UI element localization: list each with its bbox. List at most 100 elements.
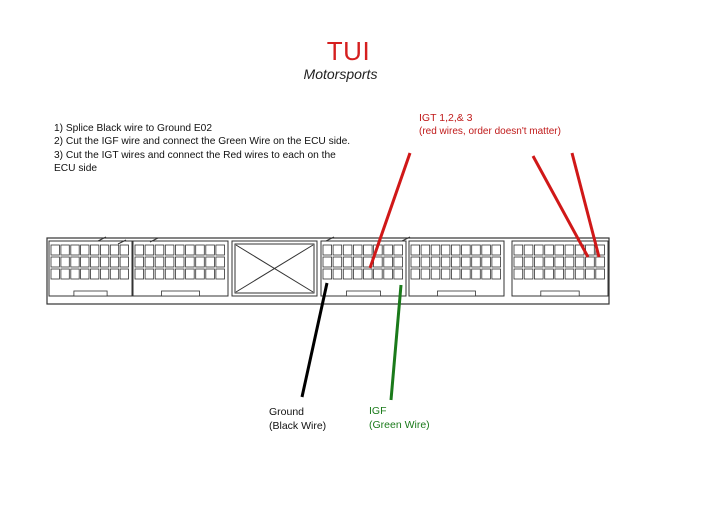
pin-cell bbox=[215, 256, 225, 268]
pin-cell bbox=[471, 244, 481, 256]
pin-cell bbox=[410, 256, 421, 268]
igf-green-wire bbox=[389, 284, 403, 401]
igt-red-wire-1 bbox=[368, 152, 412, 269]
pin-cell bbox=[80, 256, 90, 268]
pin-cell bbox=[50, 244, 60, 256]
connector-latch bbox=[346, 290, 381, 297]
pin-cell bbox=[342, 268, 353, 280]
pin-cell bbox=[109, 268, 120, 280]
pin-cell bbox=[342, 256, 353, 268]
pin-cell bbox=[332, 256, 343, 268]
pin-cell bbox=[554, 244, 565, 256]
pin-cell bbox=[164, 268, 175, 280]
pin-cell bbox=[534, 256, 544, 268]
pin-cell bbox=[90, 244, 100, 256]
pin-cell bbox=[322, 256, 333, 268]
pin-cell bbox=[461, 244, 471, 256]
pin-cell bbox=[450, 244, 461, 256]
pin-cell bbox=[574, 256, 585, 268]
pin-cell bbox=[585, 268, 595, 280]
pin-cell bbox=[50, 256, 60, 268]
igt-label-title: IGT 1,2,& 3 bbox=[419, 112, 473, 124]
igf-label-title: IGF bbox=[369, 405, 387, 417]
pin-cell bbox=[471, 268, 481, 280]
pin-cell bbox=[90, 268, 100, 280]
instruction-step-3-cont: ECU side bbox=[54, 163, 98, 174]
pin-cell bbox=[585, 256, 595, 268]
pin-cell bbox=[544, 256, 554, 268]
pin-cell bbox=[420, 256, 431, 268]
pin-cell bbox=[383, 256, 393, 268]
pin-cell bbox=[440, 268, 451, 280]
pin-cell bbox=[523, 256, 534, 268]
top-clip-mark bbox=[401, 236, 411, 242]
pin-cell bbox=[430, 256, 441, 268]
instruction-step-3: 3) Cut the IGT wires and connect the Red… bbox=[54, 150, 336, 161]
pin-cell bbox=[50, 268, 60, 280]
connector-latch bbox=[73, 290, 108, 297]
pin-cell bbox=[322, 244, 333, 256]
pin-cell bbox=[60, 244, 70, 256]
pin-cell bbox=[383, 268, 393, 280]
pin-cell bbox=[352, 268, 363, 280]
pin-cell bbox=[393, 256, 403, 268]
instruction-step-1: 1) Splice Black wire to Ground E02 bbox=[54, 123, 212, 134]
pin-cell bbox=[185, 268, 195, 280]
pin-cell bbox=[513, 256, 524, 268]
pin-cell bbox=[134, 256, 145, 268]
pin-cell bbox=[100, 244, 110, 256]
pin-cell bbox=[393, 268, 403, 280]
pin-cell bbox=[100, 256, 110, 268]
pin-cell bbox=[332, 268, 343, 280]
pin-cell bbox=[491, 256, 501, 268]
pin-cell bbox=[440, 244, 451, 256]
pin-cell bbox=[523, 268, 534, 280]
connector-latch bbox=[161, 290, 200, 297]
pin-cell bbox=[215, 244, 225, 256]
top-clip-mark bbox=[149, 237, 159, 243]
pin-cell bbox=[205, 268, 215, 280]
pin-cell bbox=[109, 244, 120, 256]
igf-label-note: (Green Wire) bbox=[369, 419, 430, 431]
pin-cell bbox=[174, 244, 185, 256]
pin-cell bbox=[564, 268, 575, 280]
pin-cell bbox=[119, 256, 129, 268]
top-clip-mark bbox=[97, 236, 107, 242]
pin-cell bbox=[205, 256, 215, 268]
pin-cell bbox=[352, 244, 363, 256]
pin-cell bbox=[60, 268, 70, 280]
pin-cell bbox=[215, 268, 225, 280]
pin-cell bbox=[564, 256, 575, 268]
pin-cell bbox=[154, 244, 165, 256]
igt-red-wire-2 bbox=[531, 155, 590, 258]
pin-cell bbox=[70, 256, 80, 268]
pin-cell bbox=[70, 244, 80, 256]
pin-cell bbox=[164, 244, 175, 256]
pin-cell bbox=[363, 244, 373, 256]
pin-cell bbox=[332, 244, 343, 256]
pin-cell bbox=[574, 268, 585, 280]
pin-cell bbox=[554, 268, 565, 280]
pin-cell bbox=[80, 244, 90, 256]
pin-cell bbox=[134, 268, 145, 280]
pin-cell bbox=[90, 256, 100, 268]
pin-cell bbox=[554, 256, 565, 268]
pin-cell bbox=[322, 268, 333, 280]
pin-cell bbox=[174, 256, 185, 268]
top-clip-mark bbox=[325, 236, 335, 242]
pin-cell bbox=[119, 244, 129, 256]
igt-label: IGT 1,2,& 3 (red wires, order doesn't ma… bbox=[419, 111, 561, 139]
pin-cell bbox=[383, 244, 393, 256]
pin-cell bbox=[481, 244, 491, 256]
pin-cell bbox=[523, 244, 534, 256]
pin-cell bbox=[134, 244, 145, 256]
pin-cell bbox=[119, 268, 129, 280]
pin-cell bbox=[513, 268, 524, 280]
pin-cell bbox=[342, 244, 353, 256]
pin-cell bbox=[144, 244, 155, 256]
pin-cell bbox=[430, 244, 441, 256]
igt-red-wire-3 bbox=[570, 152, 601, 258]
igf-label: IGF (Green Wire) bbox=[369, 404, 430, 432]
pin-cell bbox=[481, 268, 491, 280]
